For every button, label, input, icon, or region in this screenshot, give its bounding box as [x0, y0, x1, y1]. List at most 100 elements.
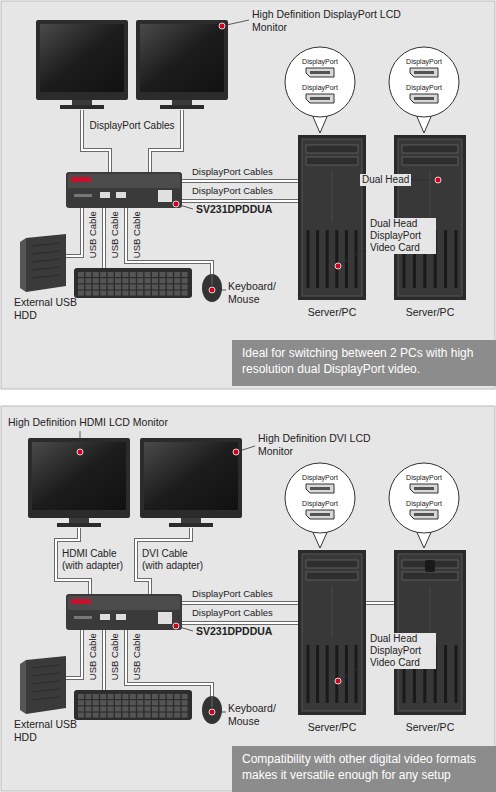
key: [93, 291, 99, 296]
cable: [66, 630, 82, 678]
key: [174, 284, 180, 289]
led-bar: [74, 616, 92, 619]
key: [159, 706, 165, 711]
cable-label: USB Cable: [130, 211, 141, 258]
key: [182, 694, 188, 699]
displayport-socket: [410, 94, 438, 103]
hdd-rib: [32, 681, 60, 684]
part-label: Server/PC: [406, 306, 454, 319]
external-hdd: [26, 234, 66, 292]
key: [174, 700, 180, 705]
displayport-socket: [306, 68, 334, 77]
key: [115, 272, 121, 277]
hdd-rib: [32, 259, 60, 262]
vent-slot: [335, 645, 338, 703]
key: [174, 706, 180, 711]
caption-text: Compatibility with other digital video f…: [242, 752, 486, 783]
monitor: [28, 438, 130, 518]
port-label: DisplayPort: [284, 500, 356, 508]
key: [130, 284, 136, 289]
drive-bay: [306, 145, 358, 153]
key: [174, 291, 180, 296]
cable: [82, 110, 110, 172]
key: [115, 700, 121, 705]
key: [78, 694, 84, 699]
part-label: Server/PC: [308, 306, 356, 319]
key: [85, 694, 91, 699]
displayport-socket: [410, 510, 438, 519]
key: [182, 284, 188, 289]
key: [167, 278, 173, 283]
key: [93, 272, 99, 277]
key: [100, 700, 106, 705]
key: [159, 284, 165, 289]
key: [85, 291, 91, 296]
key: [115, 284, 121, 289]
monitor-base: [60, 105, 104, 109]
key: [137, 291, 143, 296]
key: [78, 284, 84, 289]
key: [78, 291, 84, 296]
key: [115, 706, 121, 711]
key: [145, 272, 151, 277]
callout-bubble: DisplayPortDisplayPort: [284, 46, 356, 118]
key: [182, 278, 188, 283]
key: [167, 706, 173, 711]
callout-bubble: DisplayPortDisplayPort: [388, 46, 460, 118]
port-label: DisplayPort: [388, 474, 460, 482]
monitor-screen: [40, 24, 124, 92]
panel: [1, 406, 495, 791]
hdd-side: [20, 238, 26, 292]
key: [130, 706, 136, 711]
usb-port: [100, 192, 110, 198]
vent-slot: [326, 645, 329, 703]
panel-seam: [332, 171, 333, 222]
key: [108, 284, 114, 289]
usb-port: [116, 192, 126, 198]
drive-bay: [306, 572, 358, 580]
key: [182, 272, 188, 277]
callout-bubble: DisplayPortDisplayPort: [388, 462, 460, 534]
hdd-rib: [32, 251, 60, 254]
callout-dot: [335, 678, 341, 684]
monitor-base: [169, 523, 213, 527]
part-label: Server/PC: [406, 721, 454, 734]
drive-bay: [306, 157, 358, 165]
panel-seam: [430, 171, 431, 222]
key: [93, 694, 99, 699]
cable-label: USB Cable: [108, 633, 119, 680]
key: [122, 278, 128, 283]
vent-slot: [455, 645, 458, 703]
key: [174, 272, 180, 277]
cable-label: DisplayPort Cables: [192, 185, 273, 196]
key: [159, 291, 165, 296]
key: [85, 700, 91, 705]
key: [145, 291, 151, 296]
key: [115, 291, 121, 296]
key: [152, 706, 158, 711]
bubble-outline: [388, 462, 460, 534]
monitor-label: High Definition DVI LCD Monitor: [258, 432, 388, 457]
callout-dot: [233, 449, 239, 455]
key: [122, 272, 128, 277]
leader-line: [338, 248, 366, 266]
key: [100, 694, 106, 699]
cable-label: DisplayPort Cables: [89, 120, 174, 132]
key: [167, 713, 173, 718]
bubble-circle: [389, 463, 459, 533]
key: [130, 713, 136, 718]
panel-seam: [430, 586, 431, 637]
key: [137, 700, 143, 705]
callout-bubble: DisplayPortDisplayPort: [284, 462, 356, 534]
cable: [126, 630, 212, 696]
key: [85, 284, 91, 289]
key: [93, 713, 99, 718]
callout-dot: [209, 709, 215, 715]
displayport-socket: [410, 484, 438, 493]
key: [159, 700, 165, 705]
key: [93, 706, 99, 711]
key: [137, 706, 143, 711]
key: [145, 706, 151, 711]
key: [145, 713, 151, 718]
monitor-base: [160, 105, 204, 109]
